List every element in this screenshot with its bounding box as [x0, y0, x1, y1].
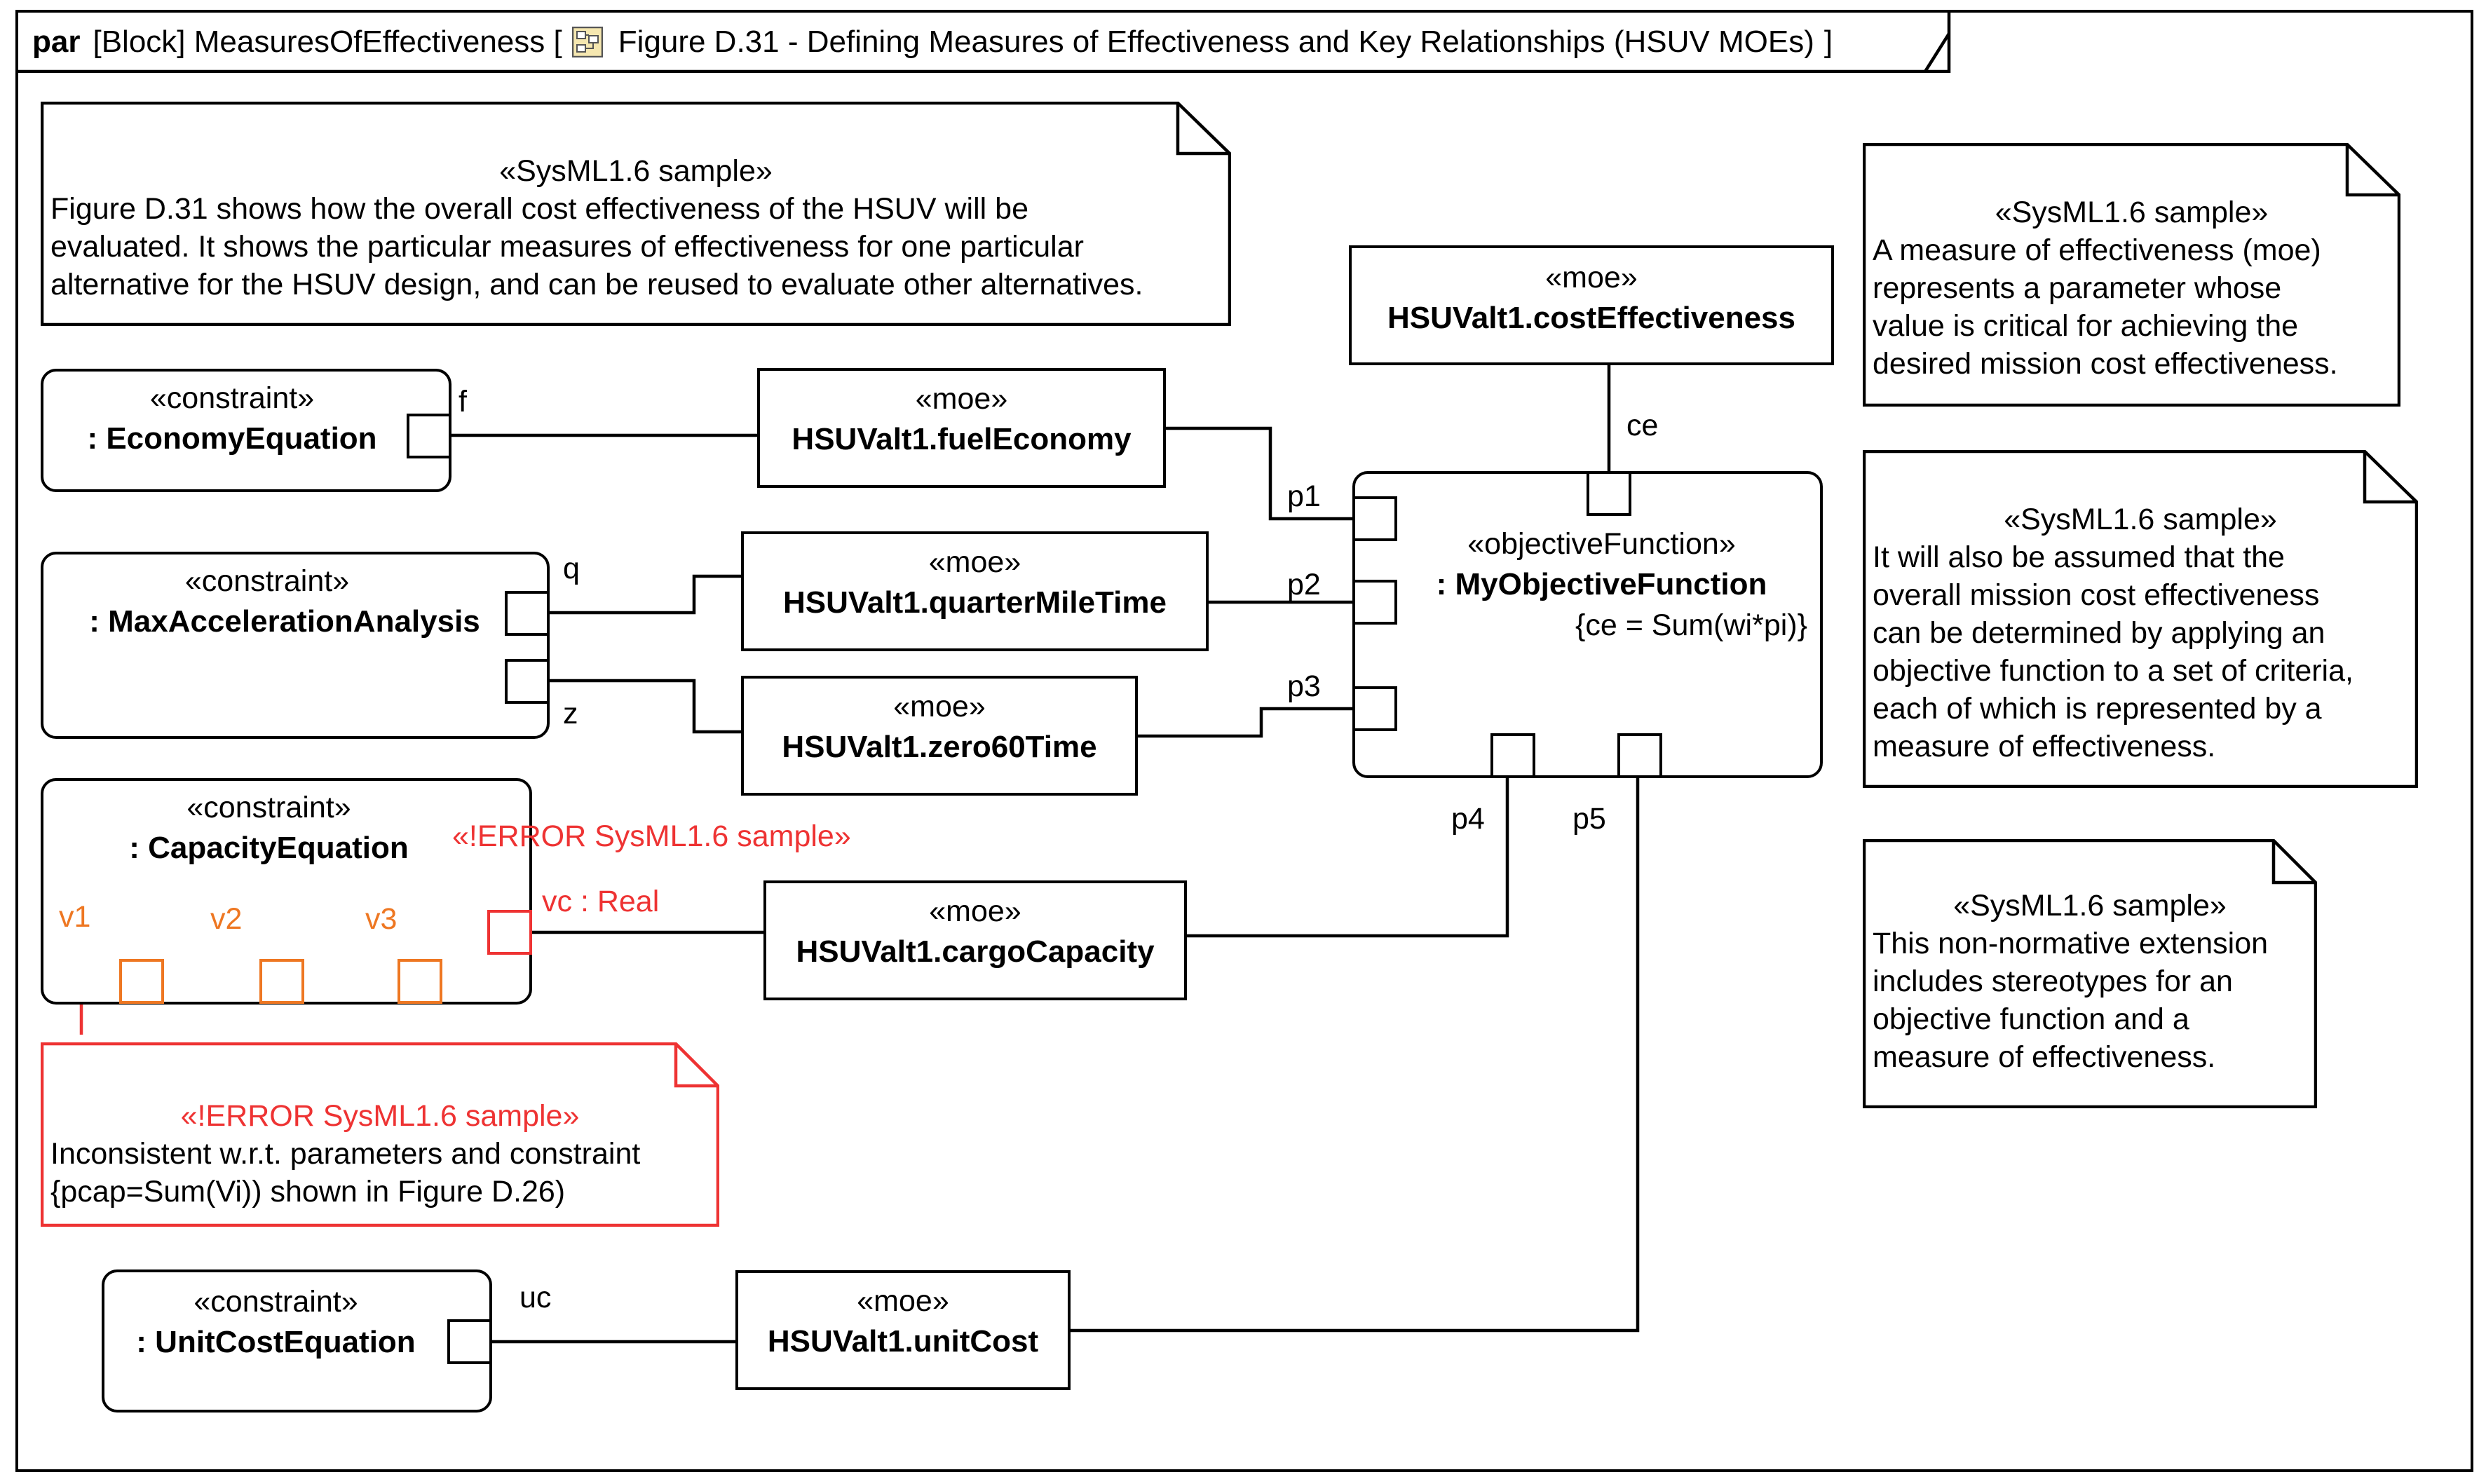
note-stereotype: «SysML1.6 sample» — [1953, 889, 2227, 923]
note-body: A measure of effectiveness (moe) represe… — [1873, 233, 2338, 381]
port-label-z: z — [563, 697, 578, 730]
moe-fuel-economy[interactable]: «moe» HSUValt1.fuelEconomy — [757, 368, 1166, 488]
port-label-p5: p5 — [1573, 802, 1606, 836]
moe-cost-effectiveness[interactable]: «moe» HSUValt1.costEffectiveness — [1349, 245, 1834, 365]
diagram-header-close: ] — [1823, 25, 1833, 59]
connector-q-quartermile — [550, 574, 741, 615]
constraint-stereotype: «constraint» — [184, 564, 350, 598]
connector-z-zero60 — [550, 679, 741, 734]
error-stereotype-label: «!ERROR SysML1.6 sample» — [452, 819, 851, 853]
moe-name: HSUValt1.zero60Time — [782, 730, 1097, 764]
port-v3[interactable] — [398, 959, 442, 1004]
port-label-uc: uc — [519, 1281, 552, 1314]
constraint-stereotype: «constraint» — [193, 1285, 358, 1319]
parametric-diagram-icon — [571, 26, 603, 58]
port-label-v3: v3 — [365, 902, 398, 936]
note-intro[interactable]: «SysML1.6 sample» Figure D.31 shows how … — [41, 102, 1231, 326]
moe-unit-cost[interactable]: «moe» HSUValt1.unitCost — [735, 1270, 1071, 1390]
port-uc[interactable] — [447, 1319, 492, 1364]
note-body: Inconsistent w.r.t. parameters and const… — [50, 1137, 641, 1209]
port-label-q: q — [563, 552, 580, 585]
note-stereotype: «!ERROR SysML1.6 sample» — [180, 1099, 580, 1133]
port-vc[interactable] — [487, 910, 532, 955]
moe-zero60-time[interactable]: «moe» HSUValt1.zero60Time — [741, 676, 1138, 796]
diagram-kind: par — [32, 25, 81, 59]
port-q[interactable] — [505, 591, 550, 636]
objective-name: : MyObjectiveFunction — [1436, 567, 1767, 601]
note-body: It will also be assumed that the overall… — [1873, 540, 2353, 763]
moe-stereotype: «moe» — [929, 894, 1021, 928]
port-ce[interactable] — [1587, 471, 1631, 516]
note-shape — [41, 1042, 719, 1227]
port-label-p1: p1 — [1287, 479, 1321, 513]
port-p5[interactable] — [1617, 733, 1662, 778]
constraint-name: : UnitCostEquation — [136, 1325, 416, 1359]
moe-stereotype: «moe» — [1545, 261, 1638, 294]
note-shape — [41, 102, 1231, 326]
moe-name: HSUValt1.unitCost — [767, 1324, 1039, 1359]
moe-stereotype: «moe» — [857, 1284, 949, 1318]
note-shape — [1863, 143, 2400, 407]
note-shape — [1863, 839, 2317, 1108]
note-body: This non-normative extension includes st… — [1873, 927, 2269, 1074]
port-label-p2: p2 — [1287, 568, 1321, 601]
moe-stereotype: «moe» — [915, 382, 1008, 416]
port-p3[interactable] — [1352, 686, 1397, 731]
diagram-context: [Block] MeasuresOfEffectiveness [ — [93, 25, 562, 59]
note-error[interactable]: «!ERROR SysML1.6 sample» Inconsistent w.… — [41, 1042, 719, 1227]
port-label-v1: v1 — [59, 900, 91, 934]
moe-quarter-mile-time[interactable]: «moe» HSUValt1.quarterMileTime — [741, 531, 1209, 651]
note-body: Figure D.31 shows how the overall cost e… — [50, 192, 1143, 301]
connector-fueleconomy-p1 — [1166, 426, 1352, 521]
port-label-ce: ce — [1626, 409, 1659, 442]
diagram-frame — [15, 10, 2473, 1472]
constraint-economy-equation[interactable]: «constraint» : EconomyEquation — [41, 369, 451, 492]
note-moe-definition[interactable]: «SysML1.6 sample» A measure of effective… — [1863, 143, 2400, 407]
connector-unitcost-p5 — [1071, 778, 1640, 1333]
moe-stereotype: «moe» — [893, 690, 986, 723]
connector-cargocapacity-p4 — [1187, 778, 1509, 938]
constraint-name: : CapacityEquation — [129, 831, 409, 865]
objective-function-my-objective-function[interactable]: «objectiveFunction» : MyObjectiveFunctio… — [1352, 471, 1823, 778]
connector-zero60-p3 — [1138, 707, 1352, 738]
note-stereotype: «SysML1.6 sample» — [499, 154, 773, 188]
port-v2[interactable] — [259, 959, 304, 1004]
port-label-v2: v2 — [210, 902, 243, 936]
frame-header-tab — [15, 10, 1951, 73]
note-stereotype: «SysML1.6 sample» — [1995, 196, 2269, 229]
port-p1[interactable] — [1352, 496, 1397, 541]
note-stereotype: «SysML1.6 sample» — [2004, 503, 2277, 536]
port-label-p3: p3 — [1287, 669, 1321, 703]
moe-name: HSUValt1.fuelEconomy — [792, 422, 1132, 456]
port-p4[interactable] — [1490, 733, 1535, 778]
constraint-name: : MaxAccelerationAnalysis — [89, 604, 480, 639]
moe-cargo-capacity[interactable]: «moe» HSUValt1.cargoCapacity — [763, 880, 1187, 1000]
frame-header: par [Block] MeasuresOfEffectiveness [ Fi… — [32, 21, 1833, 63]
moe-name: HSUValt1.cargoCapacity — [796, 934, 1155, 969]
port-v1[interactable] — [119, 959, 164, 1004]
constraint-stereotype: «constraint» — [186, 791, 351, 824]
objective-stereotype: «objectiveFunction» — [1467, 527, 1736, 561]
note-shape — [1863, 450, 2418, 788]
moe-name: HSUValt1.costEffectiveness — [1387, 301, 1796, 335]
port-label-p4: p4 — [1451, 802, 1485, 836]
constraint-stereotype: «constraint» — [149, 381, 315, 415]
port-f[interactable] — [407, 414, 451, 458]
constraint-unit-cost-equation[interactable]: «constraint» : UnitCostEquation — [102, 1269, 492, 1412]
diagram-name: Figure D.31 - Defining Measures of Effec… — [618, 25, 1814, 59]
moe-name: HSUValt1.quarterMileTime — [783, 585, 1167, 620]
port-p2[interactable] — [1352, 580, 1397, 625]
port-label-f: f — [459, 385, 467, 418]
objective-expression: {ce = Sum(wi*pi)} — [1575, 608, 1807, 642]
constraint-max-acceleration-analysis[interactable]: «constraint» : MaxAccelerationAnalysis — [41, 552, 550, 739]
note-objective-function[interactable]: «SysML1.6 sample» It will also be assume… — [1863, 450, 2418, 788]
port-label-vc: vc : Real — [542, 885, 660, 918]
note-extension[interactable]: «SysML1.6 sample» This non-normative ext… — [1863, 839, 2317, 1108]
port-z[interactable] — [505, 659, 550, 704]
constraint-name: : EconomyEquation — [87, 421, 377, 456]
moe-stereotype: «moe» — [928, 545, 1021, 579]
